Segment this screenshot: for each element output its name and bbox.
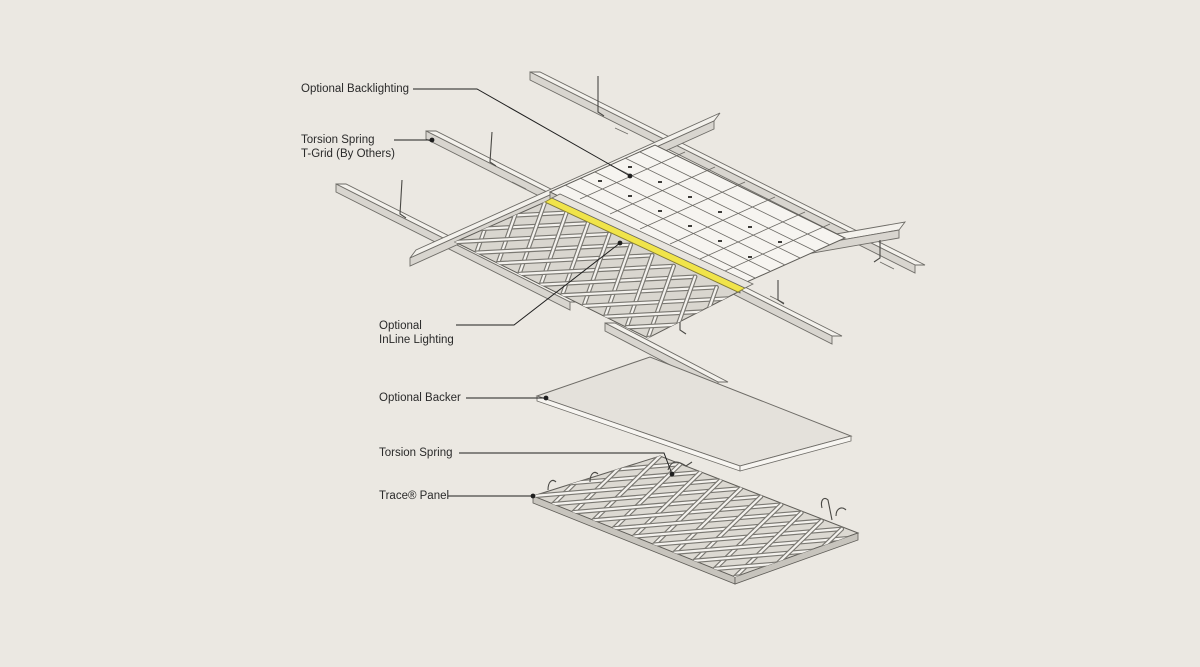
lattice-strut	[834, 552, 858, 577]
led-grid	[564, 151, 831, 279]
label-optional-backlighting: Optional Backlighting	[301, 83, 410, 95]
lattice-strut	[752, 567, 858, 577]
lattice-strut	[777, 330, 803, 402]
optional-backer	[535, 356, 853, 472]
lattice-strut	[645, 327, 738, 338]
lattice-strut	[833, 550, 858, 577]
lattice-strut	[814, 543, 858, 577]
lattice-strut	[710, 295, 738, 338]
lattice-strut	[754, 568, 858, 577]
lattice-strut	[691, 351, 845, 359]
hanger-wire	[597, 76, 605, 117]
hanger-wire	[777, 280, 785, 305]
label-torsion-spring: Torsion Spring	[379, 447, 453, 459]
lattice-strut	[796, 586, 984, 602]
lattice-strut	[813, 542, 858, 577]
lattice-strut	[691, 351, 845, 359]
lattice-strut	[777, 330, 803, 402]
lattice-strut	[855, 560, 858, 577]
torsion-spring-clip	[547, 479, 557, 491]
torsion-spring-clip	[589, 471, 599, 483]
label-optional-inline-lighting: Optional InLine Lighting	[379, 320, 454, 346]
lattice-strut	[774, 576, 858, 577]
lattice-strut	[853, 559, 858, 577]
leader-lines	[394, 88, 675, 499]
label-trace-panel: Trace® Panel	[379, 490, 450, 502]
lattice-strut	[796, 586, 984, 602]
lattice-strut	[712, 362, 866, 370]
lattice-strut	[669, 341, 823, 349]
leader-inline-lighting	[456, 242, 621, 326]
hanger-wire	[489, 131, 497, 167]
label-optional-backer: Optional Backer	[379, 392, 461, 404]
lattice-strut	[755, 319, 781, 391]
leader-torsion-spring	[459, 452, 673, 475]
torsion-spring-clip	[835, 507, 847, 517]
torsion-spring-clip	[820, 497, 833, 521]
lattice-strut	[755, 319, 781, 391]
lattice-strut	[732, 307, 738, 338]
hanger-wire	[873, 240, 881, 263]
hanger-wire	[399, 179, 407, 219]
lattice-strut	[731, 306, 738, 338]
lattice-strut	[646, 328, 738, 338]
lattice-strut	[711, 296, 738, 338]
leader-optional-backlighting	[413, 88, 631, 177]
label-torsion-spring-tgrid: Torsion Spring T-Grid (By Others)	[301, 134, 395, 160]
lattice-strut	[773, 575, 858, 577]
lattice-strut	[669, 341, 823, 349]
lattice-strut	[712, 362, 866, 370]
